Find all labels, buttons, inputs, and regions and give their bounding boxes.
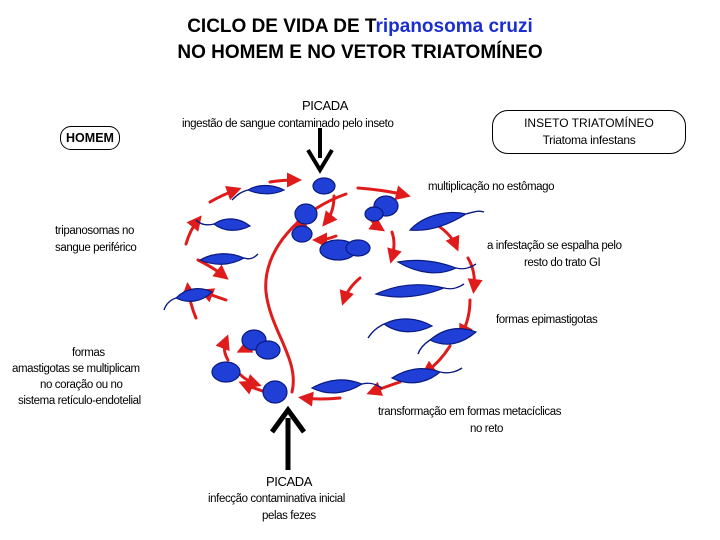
formas-label-4: sistema retículo-endotelial	[18, 395, 141, 407]
parasite-amastigote-2	[255, 340, 281, 360]
formas-label-2: amastigotas se multiplicam	[12, 363, 140, 375]
transformacao-label-2: no reto	[470, 423, 504, 435]
parasite-metacyclic-1	[390, 368, 442, 384]
tripanosomas-label-1: tripanosomas no	[55, 225, 135, 237]
cycle-arrow-1	[356, 185, 411, 201]
cycle-arrow-inner-6	[339, 276, 362, 306]
cycle-arrow-inner-5	[387, 230, 402, 264]
cycle-arrow-13	[268, 172, 302, 188]
infestacao-label-2: resto do trato GI	[524, 257, 601, 269]
bottom-picada-desc-1: infecção contaminativa inicial	[208, 493, 345, 505]
cycle-arrow-inner-3	[312, 232, 338, 248]
parasite-round-2	[294, 203, 318, 225]
flagellum-1	[231, 189, 249, 201]
homem-box: HOMEM	[60, 126, 120, 150]
parasite-round-8	[262, 380, 288, 404]
bottom-bite-arrow	[269, 405, 307, 470]
title-part-b: ripanosoma cruzi	[375, 16, 533, 37]
flagellum-4	[443, 283, 465, 290]
parasite-blood-3	[198, 253, 246, 265]
flagellum-5	[367, 323, 385, 339]
tripanosomas-label-2: sangue periférico	[55, 242, 137, 254]
top-bite-arrow	[306, 128, 334, 174]
cycle-arrow-inner-9	[196, 258, 229, 280]
title-part-a: CICLO DE VIDA DE T	[187, 16, 376, 37]
epimastigotas-label: formas epimastigotas	[496, 314, 598, 326]
cycle-arrow-7	[298, 391, 342, 407]
infestacao-label-1: a infestação se espalha pelo	[487, 240, 622, 252]
flagellum-10	[243, 253, 259, 260]
flagellum-7	[361, 382, 383, 389]
parasite-epimastigote-2	[396, 259, 458, 274]
cycle-arrow-6	[366, 380, 402, 396]
parasite-round-3	[291, 225, 313, 243]
transformacao-label-1: transformação em formas metacíclicas	[378, 406, 562, 418]
inseto-box: INSETO TRIATOMÍNEO Triatoma infestans	[492, 110, 686, 154]
bottom-picada-label: PICADA	[266, 474, 313, 489]
parasite-round-7	[345, 239, 371, 257]
diagram-title-line1: CICLO DE VIDA DE Tripanosoma cruzi	[0, 15, 720, 38]
cycle-arrow-9	[215, 334, 230, 362]
parasite-epimastigote-1	[408, 211, 468, 231]
parasite-blood-1	[212, 218, 252, 231]
parasite-metacyclic-2	[310, 379, 364, 394]
cycle-arrow-3	[466, 256, 483, 294]
parasite-epimastigote-4	[382, 318, 434, 333]
bottom-picada-desc-2: pelas fezes	[262, 510, 316, 522]
parasite-round-5	[364, 206, 384, 222]
diagram-title-line2: NO HOMEM E NO VETOR TRIATOMÍNEO	[177, 42, 543, 63]
cycle-arrow-11	[184, 215, 202, 246]
cycle-arrow-5	[421, 344, 452, 376]
parasite-round-1	[312, 177, 336, 195]
inseto-title: INSETO TRIATOMÍNEO	[524, 116, 654, 130]
cycle-arrow-12	[208, 185, 242, 204]
top-picada-label: PICADA	[302, 98, 349, 113]
parasite-trypomastigote-top	[246, 184, 286, 195]
flagellum-6	[439, 367, 463, 374]
multiplicacao-label: multiplicação no estômago	[428, 181, 555, 193]
inseto-species: Triatoma infestans	[542, 133, 636, 147]
flagellum-8	[195, 219, 215, 226]
formas-label-3: no coração ou no	[40, 379, 123, 391]
flagellum-2	[465, 210, 485, 215]
parasite-blood-2	[174, 288, 214, 302]
flagellum-9	[163, 297, 177, 311]
parasite-epimastigote-3	[374, 284, 446, 298]
flagellum-11	[417, 339, 431, 355]
top-picada-desc: ingestão de sangue contaminado pelo inse…	[182, 118, 394, 130]
formas-label-1: formas	[72, 347, 105, 359]
parasite-epimastigote-5	[428, 328, 478, 345]
parasite-amastigote-3	[211, 361, 241, 383]
flagellum-3	[455, 263, 477, 270]
